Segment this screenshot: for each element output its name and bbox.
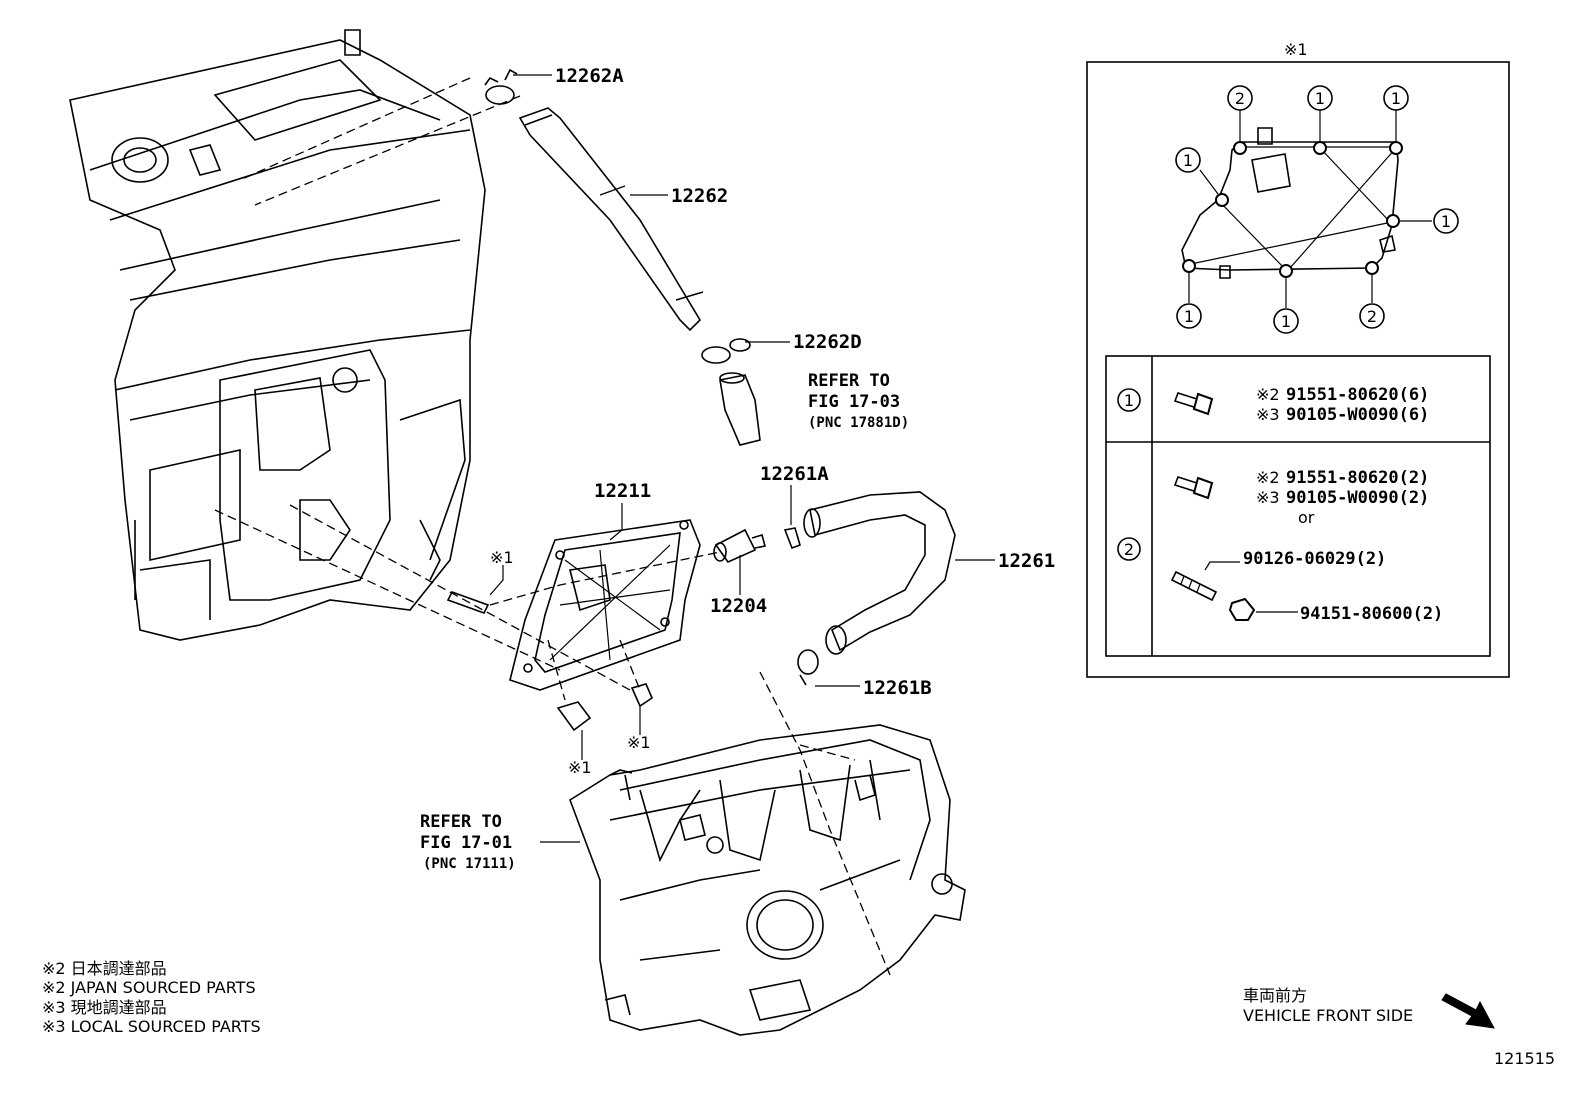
assembly-lines <box>214 77 891 976</box>
bolt-position-number: 2 <box>1367 307 1377 326</box>
bolt <box>556 701 592 732</box>
inset-title: ※1 <box>1284 40 1308 59</box>
engine-block-drawing <box>69 29 486 641</box>
row1-part-a: 91551-80620(6) <box>1286 385 1429 405</box>
pcv-valve-12204 <box>713 528 766 563</box>
bolt-position-number: 1 <box>1315 89 1325 108</box>
label-12261B: 12261B <box>863 677 932 699</box>
row2-or: or <box>1298 508 1315 527</box>
label-12261A: 12261A <box>760 463 829 485</box>
bolt-position-number: 1 <box>1183 151 1193 170</box>
row2-mark-a: ※2 <box>1256 468 1280 487</box>
flange-bolt-icon <box>1173 476 1214 500</box>
bolt-position-circle <box>1273 308 1299 334</box>
bolt-position-circle <box>1176 303 1202 329</box>
cover-bolt-pattern <box>1181 110 1432 308</box>
fastener-table: 1 2 ※2 91551-80620(6) ※3 90105-W0090(6) … <box>1105 355 1491 657</box>
label-12211: 12211 <box>594 480 651 502</box>
row2-nut: 94151-80600(2) <box>1300 604 1443 624</box>
label-12262A: 12262A <box>555 65 624 87</box>
legend-line-2: ※2 JAPAN SOURCED PARTS <box>42 978 256 997</box>
pcv-connector-fig17-03 <box>719 372 761 446</box>
pcv-hose-12262 <box>518 107 704 332</box>
leader-lines <box>489 74 995 843</box>
label-12261: 12261 <box>998 550 1055 572</box>
refer-fig17-01-line2: FIG 17-01 <box>420 833 512 853</box>
bolt-position-circle <box>1227 85 1253 111</box>
bolt-position-number: 1 <box>1184 307 1194 326</box>
mark-1-nut: ※1 <box>627 733 651 752</box>
front-arrow-icon <box>1441 993 1495 1029</box>
mark-1-bolt: ※1 <box>568 758 592 777</box>
refer-fig17-03-line1: REFER TO <box>808 371 890 391</box>
flange-bolt-icon <box>1173 392 1214 416</box>
row1-mark-a: ※2 <box>1256 385 1280 404</box>
figure-id: 121515 <box>1494 1049 1555 1068</box>
bolt-position-number: 1 <box>1391 89 1401 108</box>
front-label-jp: 車両前方 <box>1243 986 1307 1005</box>
refer-fig17-03-line3: (PNC 17881D) <box>808 415 909 431</box>
intake-manifold-drawing <box>569 724 966 1036</box>
row1-part-b: 90105-W0090(6) <box>1286 405 1429 425</box>
ventilation-hose-12261 <box>803 491 956 655</box>
inset-panel: ※1 2 1 1 1 1 1 1 2 <box>1086 40 1510 678</box>
bolt-position-number: 1 <box>1441 212 1451 231</box>
vehicle-front-indicator: 車両前方 VEHICLE FRONT SIDE <box>1243 986 1495 1029</box>
nut <box>630 683 653 708</box>
bolt-position-circle <box>1383 85 1409 111</box>
refer-fig17-01-line3: (PNC 17111) <box>423 856 516 872</box>
hex-nut-icon <box>1228 597 1256 621</box>
refer-fig17-01-line1: REFER TO <box>420 812 502 832</box>
row2-mark-b: ※3 <box>1256 488 1280 507</box>
bolt-position-number: 2 <box>1235 89 1245 108</box>
front-label-en: VEHICLE FRONT SIDE <box>1243 1006 1413 1025</box>
bolt-position-circle <box>1433 208 1459 234</box>
legend-line-1: ※2 日本調達部品 <box>42 959 167 978</box>
stud-bolt-icon <box>1170 570 1218 602</box>
legend-line-4: ※3 LOCAL SOURCED PARTS <box>42 1017 261 1036</box>
legend-line-3: ※3 現地調達部品 <box>42 998 167 1017</box>
bolt-position-circle <box>1359 303 1385 329</box>
table-key-1: 1 <box>1124 391 1134 410</box>
hose-clamp-12261A <box>783 527 801 550</box>
mark-1-stud: ※1 <box>490 548 514 567</box>
row2-part-b: 90105-W0090(2) <box>1286 488 1429 508</box>
label-12262: 12262 <box>671 185 728 207</box>
bolt-position-circle <box>1307 85 1333 111</box>
row1-mark-b: ※3 <box>1256 405 1280 424</box>
bolt-position-markers: 2 1 1 1 1 1 1 2 <box>1175 85 1459 334</box>
label-12262D: 12262D <box>793 331 862 353</box>
label-12204: 12204 <box>710 595 767 617</box>
bolt-position-circle <box>1175 147 1201 173</box>
oil-separator-12211 <box>509 519 701 691</box>
row2-part-a: 91551-80620(2) <box>1286 468 1429 488</box>
hose-clamp-12261B <box>797 649 819 686</box>
row2-stud: 90126-06029(2) <box>1243 549 1386 569</box>
table-key-2: 2 <box>1124 540 1134 559</box>
stud-bolt <box>446 591 490 614</box>
refer-fig17-03-line2: FIG 17-03 <box>808 392 900 412</box>
sourcing-legend: ※2 日本調達部品 ※2 JAPAN SOURCED PARTS ※3 現地調達… <box>42 959 261 1036</box>
bolt-position-number: 1 <box>1281 312 1291 331</box>
callout-labels: 12262A 12262 12262D REFER TO FIG 17-03 (… <box>420 65 1055 872</box>
hose-clamp-12262D <box>701 338 751 364</box>
